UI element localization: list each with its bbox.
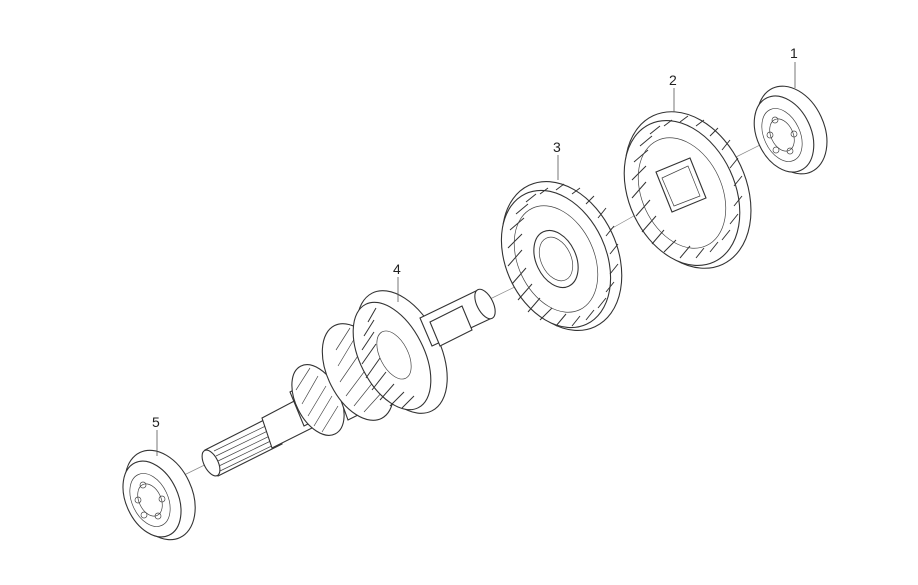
callout-5: 5 [152,414,160,456]
callout-label-4: 4 [393,261,401,277]
callout-1: 1 [790,45,798,88]
callout-2: 2 [669,72,677,112]
callout-label-2: 2 [669,72,677,88]
callout-3: 3 [553,139,561,180]
bearing-right [753,85,828,175]
callout-4: 4 [393,261,401,302]
callout-label-5: 5 [152,414,160,430]
bearing-left [122,449,196,541]
middle-helical-gear [500,181,623,331]
callout-label-1: 1 [790,45,798,61]
callout-label-3: 3 [553,139,561,155]
large-helical-gear [623,111,752,269]
input-shaft [201,288,496,477]
